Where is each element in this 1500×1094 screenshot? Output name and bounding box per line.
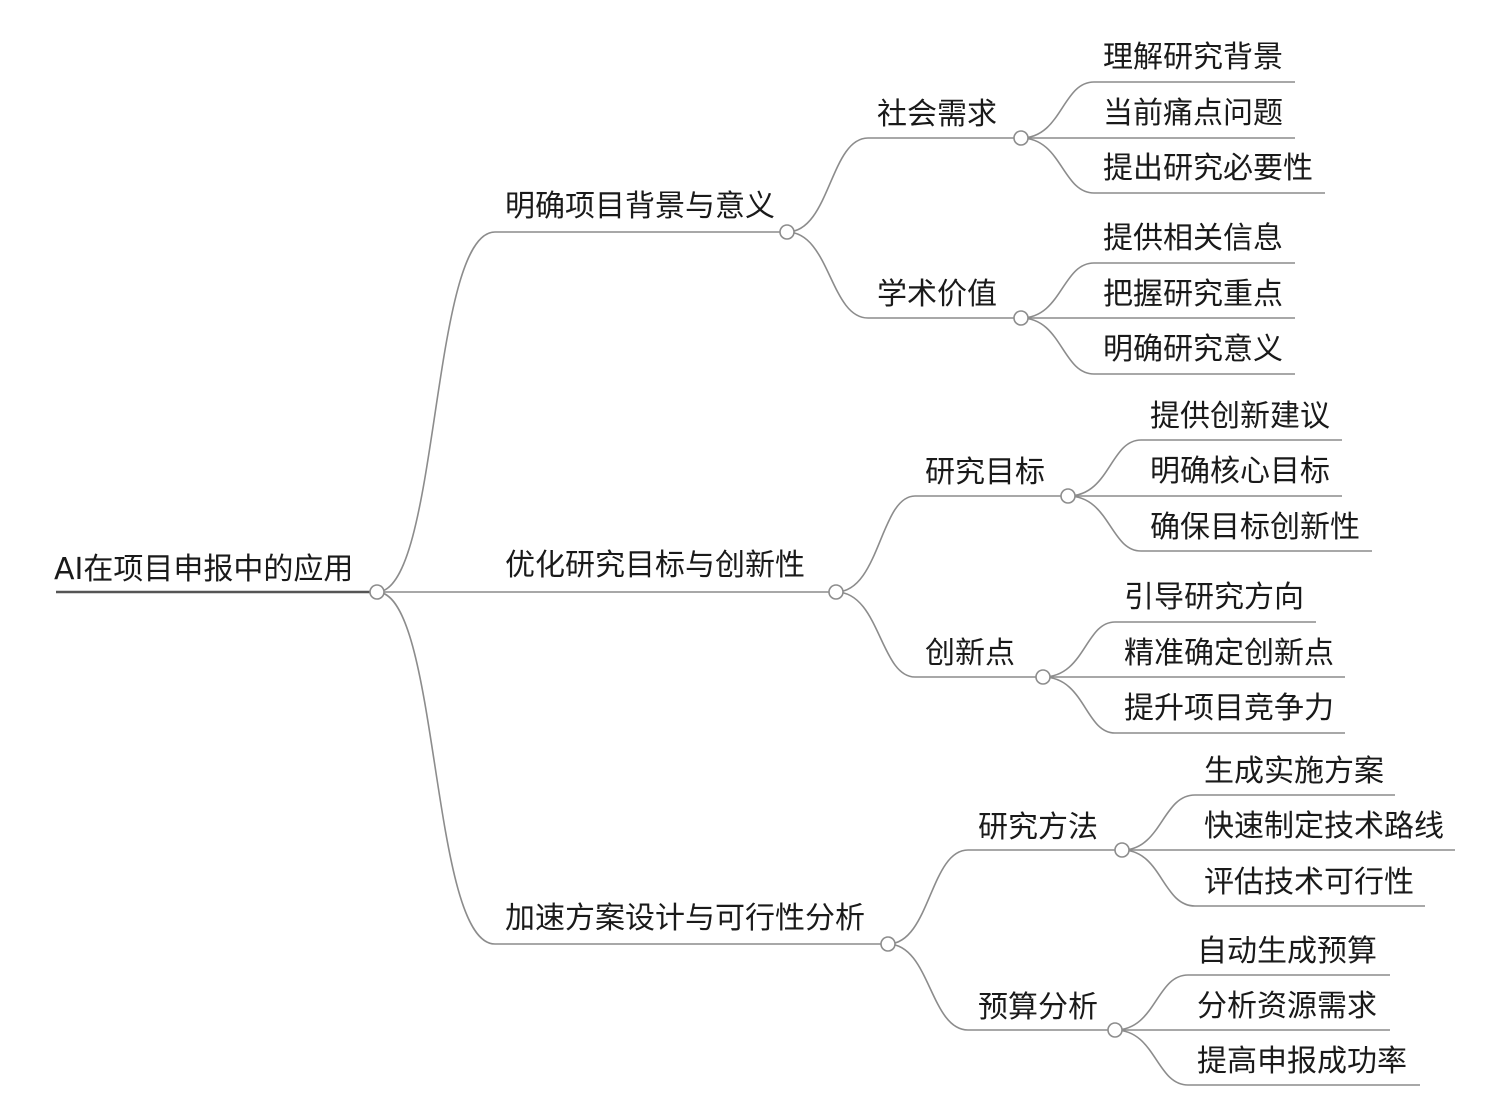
leaf-node[interactable]: 提升项目竞争力 xyxy=(1124,691,1334,726)
branch-2-2-toggle[interactable] xyxy=(1035,669,1051,685)
leaf-node[interactable]: 评估技术可行性 xyxy=(1204,865,1414,900)
branch-3-2-toggle[interactable] xyxy=(1107,1022,1123,1038)
leaf-node[interactable]: 生成实施方案 xyxy=(1204,754,1384,789)
root-toggle[interactable] xyxy=(369,584,385,600)
leaf-node[interactable]: 提高申报成功率 xyxy=(1197,1044,1407,1079)
mindmap-labels: AI在项目申报中的应用 明确项目背景与意义 优化研究目标与创新性 加速方案设计与… xyxy=(54,40,1444,1079)
leaf-node[interactable]: 把握研究重点 xyxy=(1103,277,1283,312)
leaf-node[interactable]: 理解研究背景 xyxy=(1103,40,1283,75)
leaf-node[interactable]: 引导研究方向 xyxy=(1124,580,1304,615)
leaf-node[interactable]: 提供创新建议 xyxy=(1150,399,1330,434)
leaf-node[interactable]: 提出研究必要性 xyxy=(1103,151,1313,186)
sub-branch-node[interactable]: 学术价值 xyxy=(877,277,997,312)
branch-node[interactable]: 加速方案设计与可行性分析 xyxy=(505,901,865,936)
branch-2-toggle[interactable] xyxy=(828,584,844,600)
branch-2-1-toggle[interactable] xyxy=(1060,488,1076,504)
sub-branch-node[interactable]: 预算分析 xyxy=(978,990,1098,1025)
leaf-node[interactable]: 确保目标创新性 xyxy=(1150,510,1360,545)
sub-branch-node[interactable]: 创新点 xyxy=(925,636,1015,671)
root-node[interactable]: AI在项目申报中的应用 xyxy=(54,552,353,587)
sub-branch-node[interactable]: 研究方法 xyxy=(978,810,1098,845)
branch-1-toggle[interactable] xyxy=(779,224,795,240)
leaf-node[interactable]: 快速制定技术路线 xyxy=(1204,809,1444,844)
leaf-node[interactable]: 分析资源需求 xyxy=(1197,989,1377,1024)
leaf-node[interactable]: 明确核心目标 xyxy=(1150,454,1330,489)
mindmap-toggles xyxy=(369,130,1130,1038)
branch-3-toggle[interactable] xyxy=(880,936,896,952)
branch-node[interactable]: 优化研究目标与创新性 xyxy=(505,548,805,583)
branch-1-1-toggle[interactable] xyxy=(1013,130,1029,146)
leaf-node[interactable]: 明确研究意义 xyxy=(1103,332,1283,367)
sub-branch-node[interactable]: 研究目标 xyxy=(925,455,1045,490)
mindmap-edges xyxy=(376,81,1196,1086)
sub-branch-node[interactable]: 社会需求 xyxy=(877,97,997,132)
leaf-node[interactable]: 提供相关信息 xyxy=(1103,221,1283,256)
branch-3-1-toggle[interactable] xyxy=(1114,842,1130,858)
leaf-node[interactable]: 当前痛点问题 xyxy=(1103,96,1283,131)
branch-1-2-toggle[interactable] xyxy=(1013,310,1029,326)
mindmap-underlines xyxy=(56,81,1455,1086)
leaf-node[interactable]: 精准确定创新点 xyxy=(1124,636,1334,671)
leaf-node[interactable]: 自动生成预算 xyxy=(1197,934,1377,969)
branch-node[interactable]: 明确项目背景与意义 xyxy=(505,189,775,224)
